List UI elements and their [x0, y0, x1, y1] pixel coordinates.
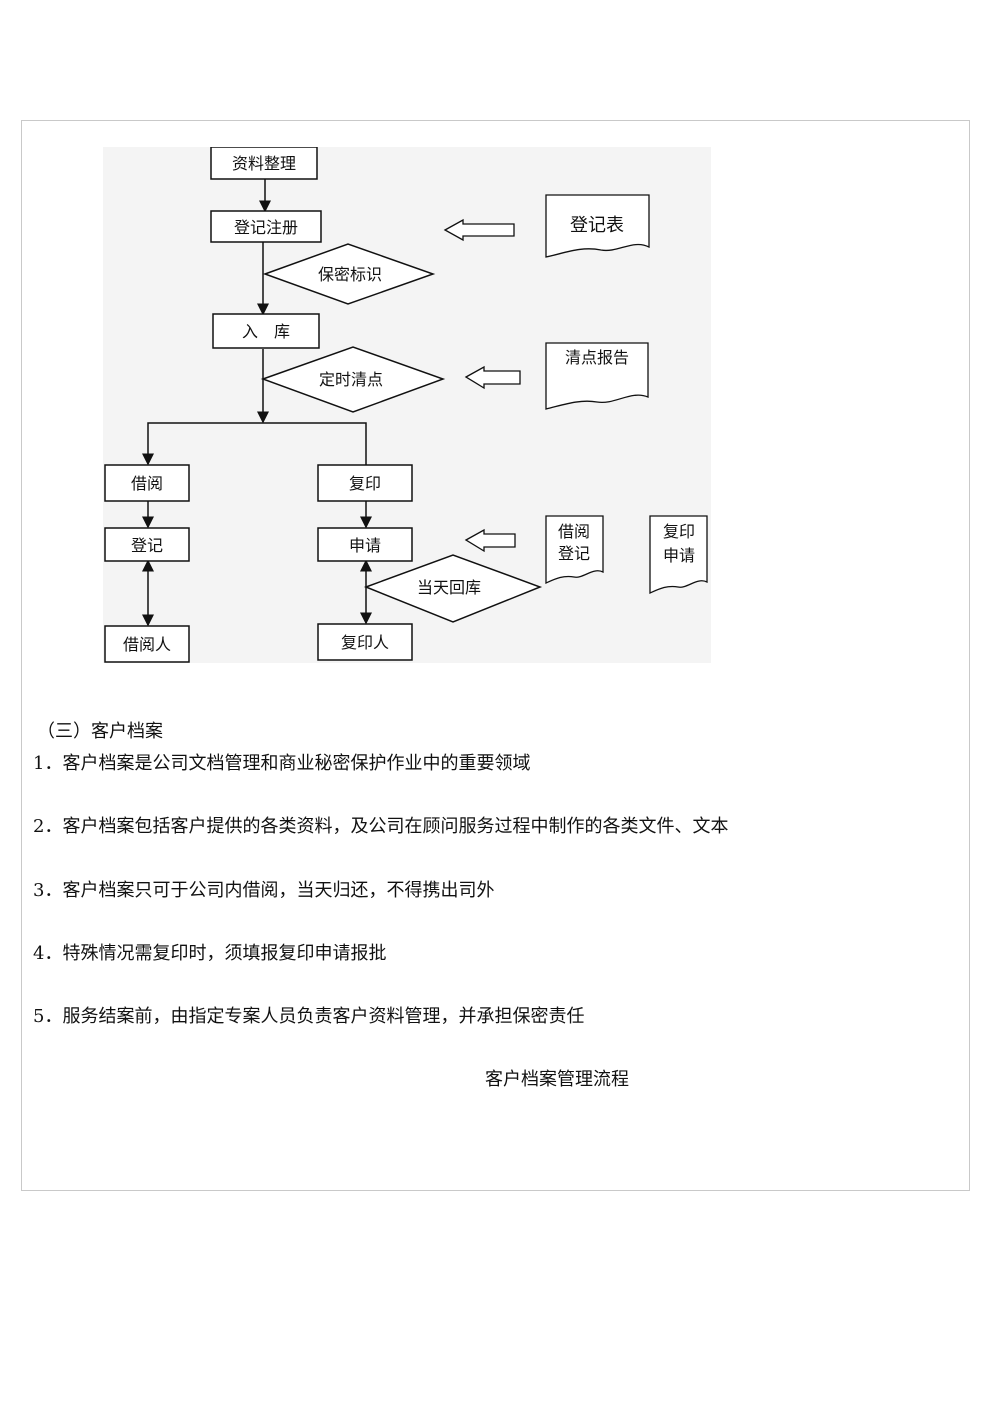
- diamond-return: [363, 554, 543, 623]
- list-item: 2．客户档案包括客户提供的各类资料，及公司在顾问服务过程中制作的各类文件、文本: [33, 816, 729, 837]
- diamond-secret-mark: [262, 243, 436, 305]
- doc-inventory-report: [545, 342, 649, 410]
- label-copy-apply: 申请: [349, 536, 381, 555]
- label-register-form: 登记表: [570, 215, 624, 236]
- node-register-box: [210, 210, 322, 243]
- content-frame: [21, 120, 970, 1191]
- split-line: [147, 422, 367, 465]
- label-copy-apply-doc-line2: 申请: [663, 546, 695, 565]
- label-register: 登记注册: [234, 218, 298, 237]
- list-item: 4．特殊情况需复印时，须填报复印申请报批: [33, 943, 387, 964]
- section-heading: （三）客户档案: [37, 721, 163, 742]
- label-borrow-register-doc-line1: 借阅: [558, 522, 590, 541]
- flowchart: 资料整理 登记注册 保密标识 入 库 定时清点 借阅 复印 登记 申请 当天回库…: [104, 147, 708, 663]
- label-store: 入 库: [242, 322, 290, 341]
- label-copy-apply-doc-line1: 复印: [663, 522, 695, 541]
- label-copier: 复印人: [341, 633, 389, 652]
- label-return-same-day: 当天回库: [417, 578, 481, 597]
- doc-register-form: [545, 194, 650, 258]
- label-copy: 复印: [349, 474, 381, 493]
- node-borrow-register-box: [104, 527, 190, 562]
- label-inventory-report: 清点报告: [565, 348, 629, 367]
- list-item: 5．服务结案前，由指定专案人员负责客户资料管理，并承担保密责任: [33, 1006, 585, 1027]
- node-borrow-box: [104, 464, 190, 502]
- node-store-box: [212, 313, 320, 349]
- node-copy-box: [317, 464, 413, 502]
- list-item: 1．客户档案是公司文档管理和商业秘密保护作业中的重要领域: [33, 753, 531, 774]
- label-inventory: 定时清点: [319, 370, 383, 389]
- node-copier-box: [317, 623, 413, 661]
- node-copy-apply-box: [317, 527, 413, 562]
- label-borrow-register-doc-line2: 登记: [558, 544, 590, 563]
- list-item: 3．客户档案只可于公司内借阅，当天归还，不得携出司外: [33, 880, 495, 901]
- block-arrow-register-form: [443, 218, 515, 242]
- diamond-inventory: [260, 346, 446, 413]
- figure-caption: 客户档案管理流程: [485, 1069, 629, 1090]
- block-arrow-borrow-register: [464, 528, 516, 553]
- label-sort: 资料整理: [232, 154, 296, 173]
- label-secret-mark: 保密标识: [318, 265, 382, 284]
- doc-copy-apply: [649, 515, 708, 595]
- label-borrow-register: 登记: [131, 536, 163, 555]
- connectors: [142, 179, 372, 627]
- flowchart-panel: 资料整理 登记注册 保密标识 入 库 定时清点 借阅 复印 登记 申请 当天回库…: [103, 147, 711, 663]
- label-borrow: 借阅: [131, 474, 163, 493]
- label-borrower: 借阅人: [123, 635, 171, 654]
- node-borrower-box: [104, 625, 190, 663]
- node-sort-box: [210, 147, 318, 180]
- doc-borrow-register: [545, 515, 604, 585]
- block-arrow-inventory-report: [464, 365, 521, 390]
